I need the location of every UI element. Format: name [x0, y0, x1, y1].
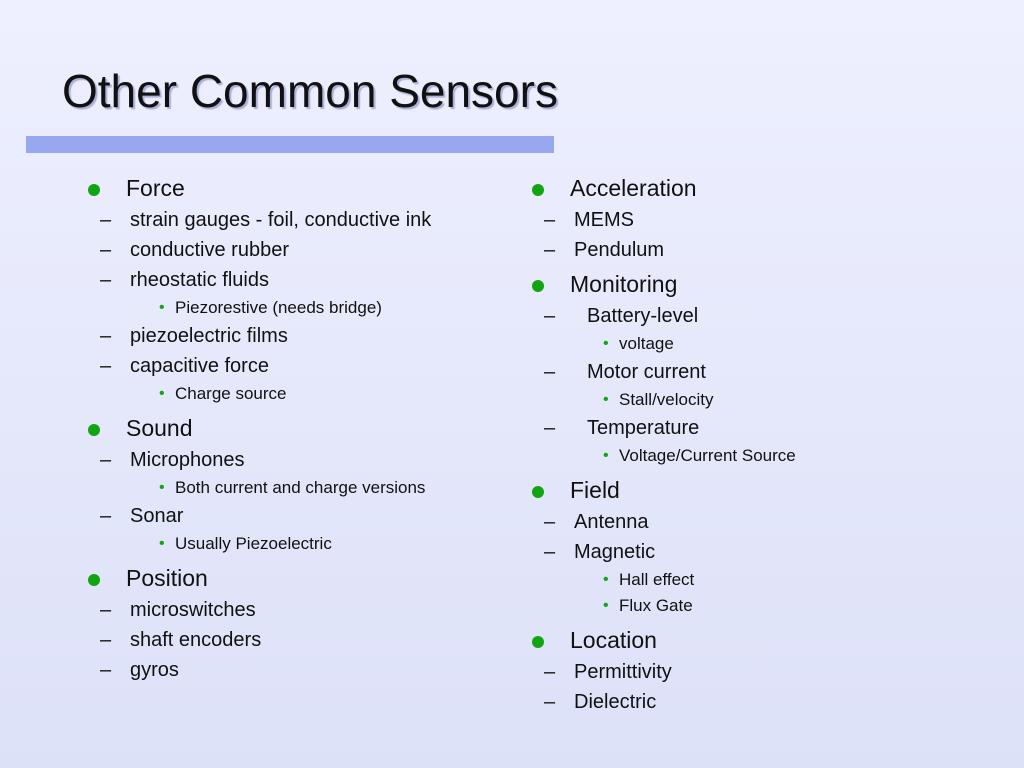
sub-item: –MEMS	[544, 209, 634, 231]
dash-icon: –	[100, 505, 112, 527]
dash-icon: –	[544, 239, 556, 261]
sub-sub-item: •voltage	[603, 334, 674, 353]
small-bullet-icon: •	[159, 299, 165, 316]
dash-icon: –	[100, 325, 112, 347]
small-bullet-icon: •	[159, 479, 165, 496]
small-bullet-icon: •	[603, 447, 609, 464]
sub-item: –rheostatic fluids	[100, 269, 269, 291]
sub-item: –Magnetic	[544, 541, 656, 563]
sub-item: –piezoelectric films	[100, 325, 288, 347]
bullet-dot-icon	[532, 184, 544, 196]
sub-sub-item: •Stall/velocity	[603, 390, 714, 409]
sub-sub-item: •Charge source	[159, 384, 287, 403]
sub-sub-item: •Hall effect	[603, 570, 695, 589]
bullet-dot-icon	[88, 424, 100, 436]
dash-icon: –	[100, 209, 112, 231]
bullet-label: Acceleration	[570, 175, 697, 201]
sub-sub-item: •Both current and charge versions	[159, 478, 426, 497]
sub-item: –Motor current	[544, 361, 706, 383]
sub-item: –Dielectric	[544, 691, 657, 713]
sub-item: –shaft encoders	[100, 629, 262, 651]
title-accent-bar	[26, 136, 554, 153]
bullet-location: Location	[530, 626, 970, 654]
bullet-label: Monitoring	[570, 271, 678, 297]
bullet-label: Location	[570, 627, 657, 653]
bullet-acceleration: Acceleration	[530, 174, 970, 202]
sub-item: –Pendulum	[544, 239, 665, 261]
bullet-dot-icon	[88, 184, 100, 196]
bullet-label: Field	[570, 477, 620, 503]
dash-icon: –	[100, 659, 112, 681]
sub-item: –Battery-level	[544, 305, 699, 327]
sub-item: –Microphones	[100, 449, 245, 471]
bullet-dot-icon	[532, 636, 544, 648]
bullet-field: Field	[530, 476, 970, 504]
sub-sub-item: •Piezorestive (needs bridge)	[159, 298, 382, 317]
dash-icon: –	[100, 269, 112, 291]
bullet-dot-icon	[532, 486, 544, 498]
small-bullet-icon: •	[603, 335, 609, 352]
dash-icon: –	[100, 449, 112, 471]
small-bullet-icon: •	[159, 385, 165, 402]
bullet-label: Position	[126, 565, 208, 591]
left-column: Force –strain gauges - foil, conductive …	[86, 174, 506, 682]
sub-item: –conductive rubber	[100, 239, 289, 261]
sub-sub-item: •Usually Piezoelectric	[159, 534, 332, 553]
sub-item: –microswitches	[100, 599, 256, 621]
bullet-label: Force	[126, 175, 185, 201]
dash-icon: –	[100, 599, 112, 621]
dash-icon: –	[544, 361, 556, 383]
bullet-label: Sound	[126, 415, 193, 441]
dash-icon: –	[544, 511, 556, 533]
dash-icon: –	[544, 305, 556, 327]
right-column: Acceleration –MEMS –Pendulum Monitoring …	[530, 174, 970, 714]
small-bullet-icon: •	[159, 535, 165, 552]
sub-item: –capacitive force	[100, 355, 269, 377]
bullet-position: Position	[86, 564, 506, 592]
dash-icon: –	[544, 209, 556, 231]
dash-icon: –	[544, 691, 556, 713]
bullet-monitoring: Monitoring	[530, 270, 970, 298]
sub-sub-item: •Voltage/Current Source	[603, 446, 796, 465]
slide-title: Other Common Sensors	[62, 65, 558, 117]
bullet-dot-icon	[88, 574, 100, 586]
small-bullet-icon: •	[603, 597, 609, 614]
sub-item: –Sonar	[100, 505, 184, 527]
sub-sub-item: •Flux Gate	[603, 596, 693, 615]
small-bullet-icon: •	[603, 391, 609, 408]
dash-icon: –	[544, 661, 556, 683]
sub-item: –Temperature	[544, 417, 700, 439]
bullet-force: Force	[86, 174, 506, 202]
sub-item: –Antenna	[544, 511, 649, 533]
sub-item: –Permittivity	[544, 661, 672, 683]
bullet-dot-icon	[532, 280, 544, 292]
dash-icon: –	[544, 541, 556, 563]
sub-item: –strain gauges - foil, conductive ink	[100, 209, 432, 231]
dash-icon: –	[100, 355, 112, 377]
dash-icon: –	[100, 629, 112, 651]
sub-item: –gyros	[100, 659, 179, 681]
bullet-sound: Sound	[86, 414, 506, 442]
dash-icon: –	[544, 417, 556, 439]
small-bullet-icon: •	[603, 571, 609, 588]
dash-icon: –	[100, 239, 112, 261]
